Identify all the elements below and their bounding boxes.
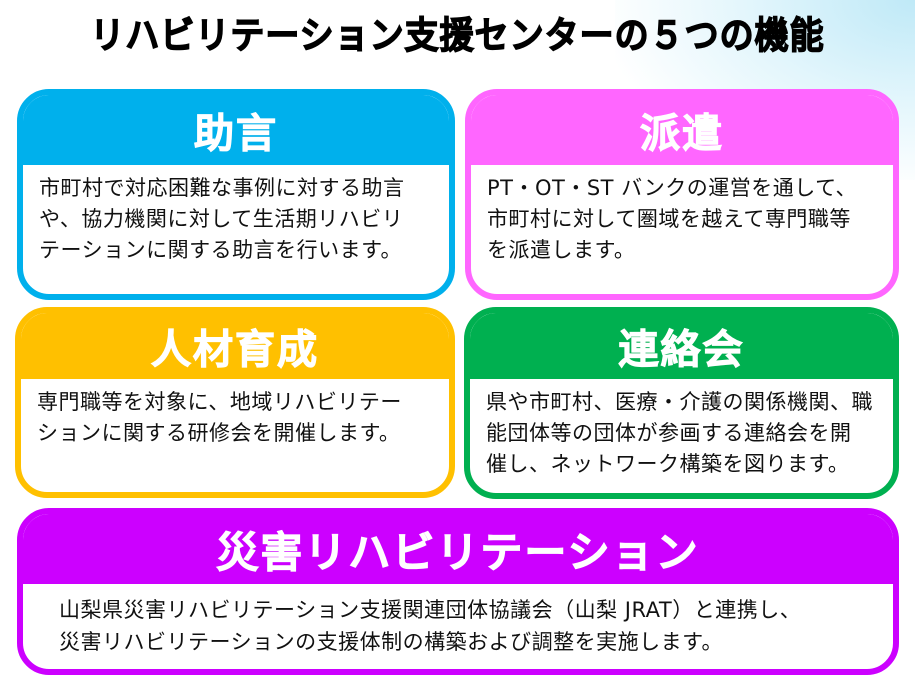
card-description: 県や市町村、医療・介護の関係機関、職 能団体等の団体が参画する連絡会を開 催し、… <box>470 379 893 480</box>
card-liaison: 連絡会 県や市町村、医療・介護の関係機関、職 能団体等の団体が参画する連絡会を開… <box>464 307 899 499</box>
card-advice: 助言 市町村で対応困難な事例に対する助言 や、協力機関に対して生活期リハビリ テ… <box>17 89 455 300</box>
card-heading: 連絡会 <box>470 313 893 379</box>
text-line: 災害リハビリテーションの支援体制の構築および調整を実施します。 <box>59 630 723 654</box>
card-description: 山梨県災害リハビリテーション支援関連団体協議会（山梨 JRAT）と連携し、 災害… <box>23 584 893 658</box>
page-title: リハビリテーション支援センターの５つの機能 <box>90 14 825 58</box>
text-line: を派遣します。 <box>487 238 636 262</box>
text-line: 山梨県災害リハビリテーション支援関連団体協議会（山梨 JRAT）と連携し、 <box>59 598 802 622</box>
card-description: 市町村で対応困難な事例に対する助言 や、協力機関に対して生活期リハビリ テーショ… <box>23 165 449 266</box>
text-line: テーションに関する助言を行います。 <box>39 238 402 262</box>
card-heading: 派遣 <box>471 95 893 165</box>
text-line: 専門職等を対象に、地域リハビリテー <box>37 390 402 414</box>
card-description: 専門職等を対象に、地域リハビリテー ションに関する研修会を開催します。 <box>21 379 449 449</box>
card-heading: 人材育成 <box>21 313 449 379</box>
text-line: ションに関する研修会を開催します。 <box>37 421 401 445</box>
card-heading: 災害リハビリテーション <box>23 514 893 584</box>
text-line: 市町村に対して圏域を越えて専門職等 <box>487 207 851 231</box>
card-disaster-rehabilitation: 災害リハビリテーション 山梨県災害リハビリテーション支援関連団体協議会（山梨 J… <box>17 508 899 675</box>
text-line: 催し、ネットワーク構築を図ります。 <box>486 452 850 476</box>
card-training: 人材育成 専門職等を対象に、地域リハビリテー ションに関する研修会を開催します。 <box>15 307 455 498</box>
text-line: PT・OT・ST バンクの運営を通して、 <box>487 176 858 200</box>
text-line: 県や市町村、医療・介護の関係機関、職 <box>486 390 873 414</box>
card-description: PT・OT・ST バンクの運営を通して、 市町村に対して圏域を越えて専門職等 を… <box>471 165 893 266</box>
text-line: 能団体等の団体が参画する連絡会を開 <box>486 421 852 445</box>
card-dispatch: 派遣 PT・OT・ST バンクの運営を通して、 市町村に対して圏域を越えて専門職… <box>465 89 899 300</box>
card-heading: 助言 <box>23 95 449 165</box>
text-line: や、協力機関に対して生活期リハビリ <box>39 207 404 231</box>
text-line: 市町村で対応困難な事例に対する助言 <box>39 176 405 200</box>
